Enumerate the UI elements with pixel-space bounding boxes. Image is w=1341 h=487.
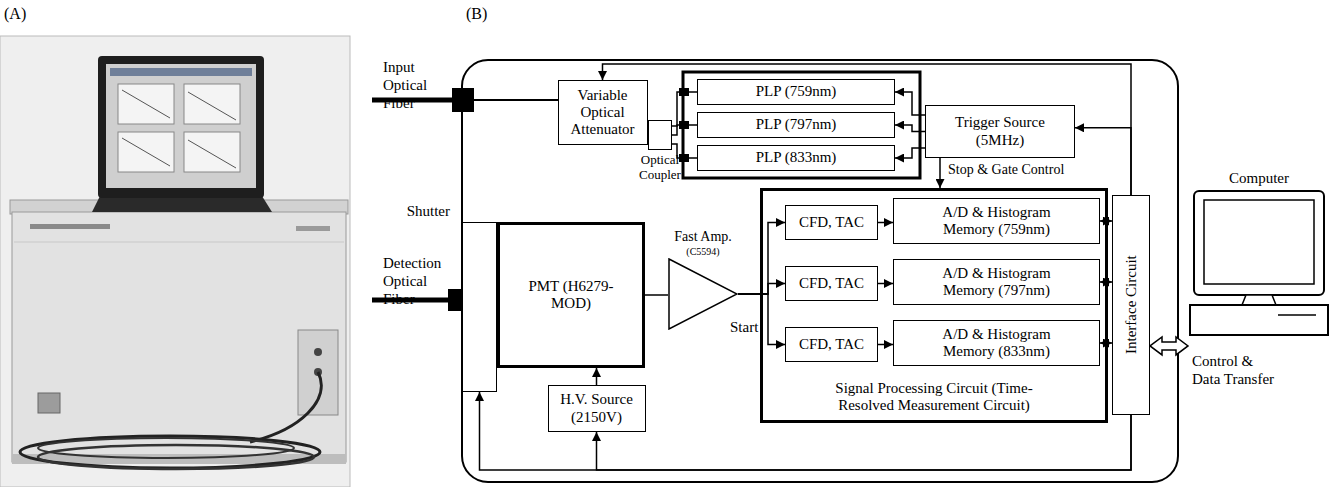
coupler-caption: Optical Coupler xyxy=(628,153,692,183)
amplifier-triangle xyxy=(668,258,738,330)
node-text: Shutter xyxy=(407,203,450,220)
panel-label: (B) xyxy=(466,4,487,23)
laser-box: PLP (833nm) xyxy=(697,145,895,171)
amplifier-symbol: Fast Amp.(C5594) xyxy=(668,258,738,330)
node-text: A/D & Histogram Memory (759nm) xyxy=(934,204,1059,239)
shutter-box: Shutter xyxy=(462,222,497,392)
node-text: PLP (797nm) xyxy=(756,116,837,133)
pmt-box: PMT (H6279-MOD) xyxy=(497,222,645,368)
signal-line xyxy=(878,283,893,285)
node-text: CFD, TAC xyxy=(799,275,864,292)
signal-line xyxy=(878,222,893,224)
laser-box: PLP (797nm) xyxy=(697,112,895,138)
node-text: Computer xyxy=(1229,170,1289,187)
laser-group-box xyxy=(683,72,920,178)
laser-box: PLP (759nm) xyxy=(697,79,895,105)
signal-line xyxy=(596,368,598,385)
histogram-box: A/D & Histogram Memory (759nm) xyxy=(893,198,1100,244)
port-label: Detection Optical Fiber xyxy=(383,254,461,308)
node-text: Interface Circuit xyxy=(1122,256,1139,355)
computer-icon: Computer xyxy=(1188,168,1330,350)
node-text: (C5594) xyxy=(674,246,732,258)
node-text: Variable Optical Attenuator xyxy=(562,87,644,139)
node-text: PLP (833nm) xyxy=(756,149,837,166)
circuit-group: Signal Processing Circuit (Time-Resolved… xyxy=(760,188,1108,423)
data-transfer-arrow xyxy=(1150,337,1188,355)
housing-frame xyxy=(462,60,1178,482)
optical-coupler: Optical Coupler xyxy=(648,120,672,150)
input-fiber-inner xyxy=(474,99,560,101)
signal-line xyxy=(1075,128,1131,195)
node-text: Signal Processing Circuit (Time-Resolved… xyxy=(812,380,1057,415)
node-text: CFD, TAC xyxy=(799,214,864,231)
signal-line xyxy=(895,148,925,158)
signal-line xyxy=(895,92,925,115)
shutter-caption: Shutter xyxy=(407,203,450,220)
fiber-connector xyxy=(452,88,474,112)
node-text: Trigger Source (5MHz) xyxy=(945,114,1055,149)
node-text: H.V. Source (2150V) xyxy=(554,391,639,426)
hv-source-box: H.V. Source (2150V) xyxy=(548,385,646,432)
signal-line xyxy=(672,92,697,126)
signal-line xyxy=(878,344,893,346)
node-text: Optical Coupler xyxy=(628,153,692,183)
signal-label: Start xyxy=(730,318,758,336)
device-photo xyxy=(0,36,350,487)
interface-box: Interface Circuit xyxy=(1112,195,1150,415)
signal-label: Stop & Gate Control xyxy=(948,162,1064,179)
trigger-box: Trigger Source (5MHz) xyxy=(925,105,1075,158)
monitor-symbol xyxy=(1188,187,1330,347)
signal-line xyxy=(895,125,925,132)
node-text: A/D & Histogram Memory (797nm) xyxy=(934,265,1059,300)
node-text: PMT (H6279-MOD) xyxy=(521,278,621,313)
signal-line xyxy=(597,415,1132,470)
panel-label: (A) xyxy=(4,4,26,23)
node-text: PLP (759nm) xyxy=(756,83,837,100)
histogram-box: A/D & Histogram Memory (833nm) xyxy=(893,320,1100,366)
signal-line xyxy=(645,294,668,296)
cfd-tac-box: CFD, TAC xyxy=(785,266,878,301)
link-label: Control & Data Transfer xyxy=(1192,352,1280,388)
node-text: CFD, TAC xyxy=(799,336,864,353)
cfd-tac-box: CFD, TAC xyxy=(785,327,878,362)
signal-line xyxy=(672,125,697,135)
histogram-box: A/D & Histogram Memory (797nm) xyxy=(893,259,1100,305)
signal-line xyxy=(939,158,941,188)
node-text: Fast Amp. xyxy=(674,229,732,245)
amplifier-caption: Fast Amp.(C5594) xyxy=(674,229,732,257)
port-label: Input Optical Fiber xyxy=(383,58,461,112)
cfd-tac-box: CFD, TAC xyxy=(785,205,878,240)
attenuator-box: Variable Optical Attenuator xyxy=(558,80,648,145)
node-text: A/D & Histogram Memory (833nm) xyxy=(934,326,1059,361)
signal-line xyxy=(603,64,1132,195)
